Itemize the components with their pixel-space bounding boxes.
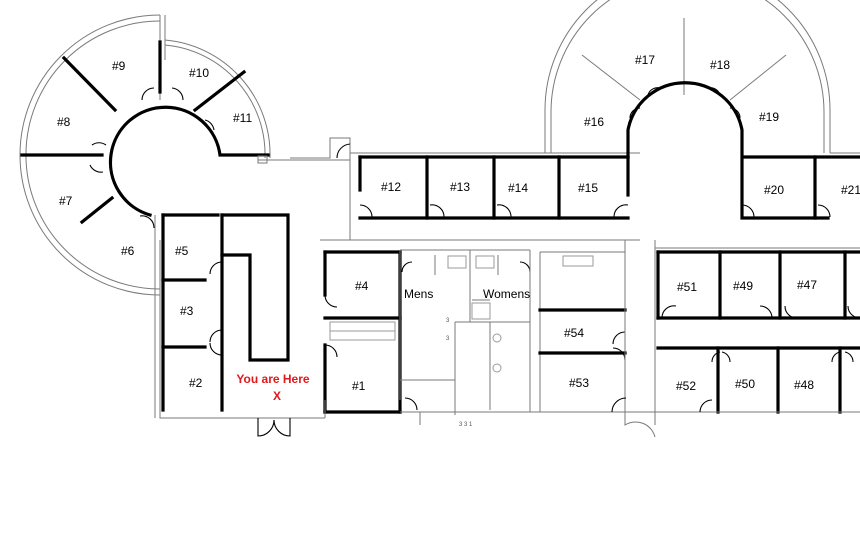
you-are-here-text: You are Here xyxy=(236,372,309,386)
you-are-here-x: X xyxy=(273,389,281,403)
room-label-2: #2 xyxy=(189,376,203,390)
rooms-53-54 xyxy=(530,240,656,438)
room-label-51: #51 xyxy=(677,280,697,294)
room-label-18: #18 xyxy=(710,58,730,72)
room-label-13: #13 xyxy=(450,180,470,194)
small-mark: 3 3 1 xyxy=(459,422,473,428)
small-mark: 3 xyxy=(446,336,450,342)
restroom-core xyxy=(399,249,531,425)
room-label-1: #1 xyxy=(352,379,366,393)
room-label-54: #54 xyxy=(564,326,584,340)
room-label-14: #14 xyxy=(508,181,528,195)
west-round-wing xyxy=(19,14,290,296)
room-label-11: #11 xyxy=(233,111,252,125)
room-label-6: #6 xyxy=(121,244,135,258)
room-label-52: #52 xyxy=(676,379,696,393)
room-label-19: #19 xyxy=(759,110,779,124)
room-label-16: #16 xyxy=(584,115,604,129)
room-label-15: #15 xyxy=(578,181,598,195)
room-label-8: #8 xyxy=(57,115,71,129)
restroom-womens-label: Womens xyxy=(483,287,530,301)
room-label-12: #12 xyxy=(381,180,401,194)
room-label-3: #3 xyxy=(180,304,194,318)
you-are-here-marker: You are Here X xyxy=(236,372,309,403)
room-label-20: #20 xyxy=(764,183,784,197)
room-label-5: #5 xyxy=(175,244,189,258)
restroom-mens-label: Mens xyxy=(404,287,433,301)
room-label-17: #17 xyxy=(635,53,655,67)
room-label-7: #7 xyxy=(59,194,73,208)
small-mark: 3 xyxy=(446,318,450,324)
room-label-50: #50 xyxy=(735,377,755,391)
east-office-block xyxy=(640,240,860,425)
east-round-wing xyxy=(544,0,860,220)
room-label-49: #49 xyxy=(733,279,753,293)
north-corridor xyxy=(290,137,640,241)
room-label-53: #53 xyxy=(569,376,589,390)
room-label-21: #21 xyxy=(841,183,860,197)
room-label-9: #9 xyxy=(112,59,126,73)
room-label-10: #10 xyxy=(189,66,209,80)
room-label-4: #4 xyxy=(355,279,369,293)
room-labels: #5 #6 #7 #8 #9 #10 #11 #12 #13 #14 #15 #… xyxy=(57,53,860,428)
room-label-48: #48 xyxy=(794,378,814,392)
room-label-47: #47 xyxy=(797,278,817,292)
